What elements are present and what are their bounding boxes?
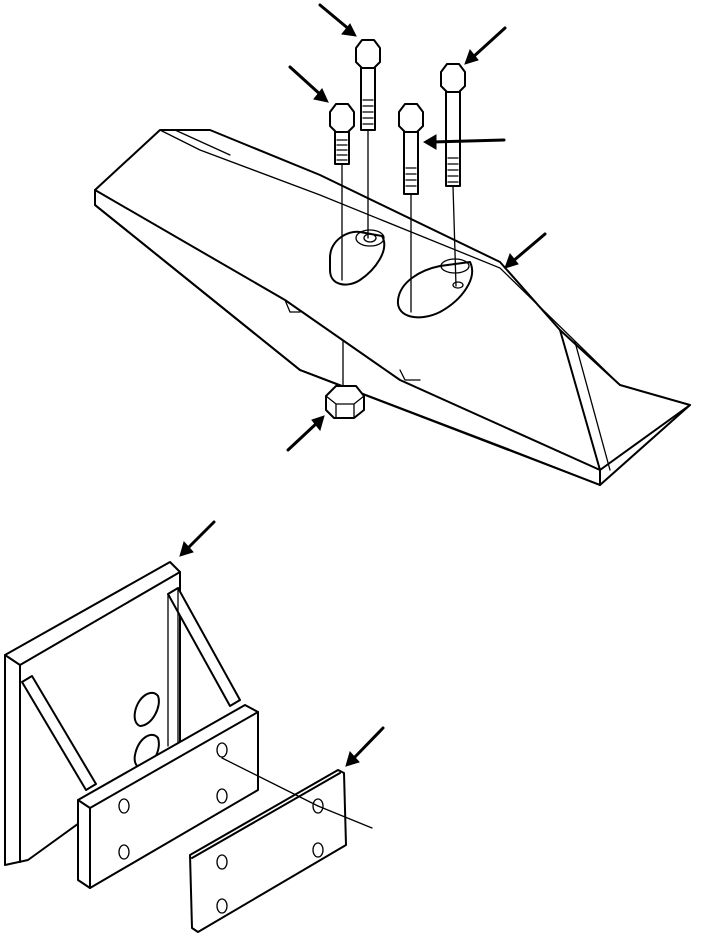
arrow-bolt-long-2 — [464, 26, 507, 65]
bolt-long-1 — [355, 39, 381, 131]
arrow-bracket — [179, 520, 216, 557]
arrow-bolt-short-left — [288, 65, 329, 103]
bracket-center-lines — [221, 757, 373, 829]
plate — [189, 769, 347, 933]
bolt-long-2 — [440, 63, 466, 187]
bolt-short-left — [329, 103, 355, 165]
arrow-nut — [286, 415, 325, 452]
nut — [325, 385, 365, 419]
arrow-plate — [345, 726, 385, 767]
bolt-short-right — [398, 103, 424, 195]
bracket — [4, 561, 259, 889]
arrow-bolt-long-1 — [318, 3, 357, 37]
bolt-center-lines — [341, 129, 457, 391]
arrow-cutting-edge — [504, 232, 547, 269]
cutting-edge-bit — [94, 129, 691, 486]
bolt-hole-left — [329, 229, 386, 286]
arrow-bolt-short-right — [423, 134, 506, 150]
